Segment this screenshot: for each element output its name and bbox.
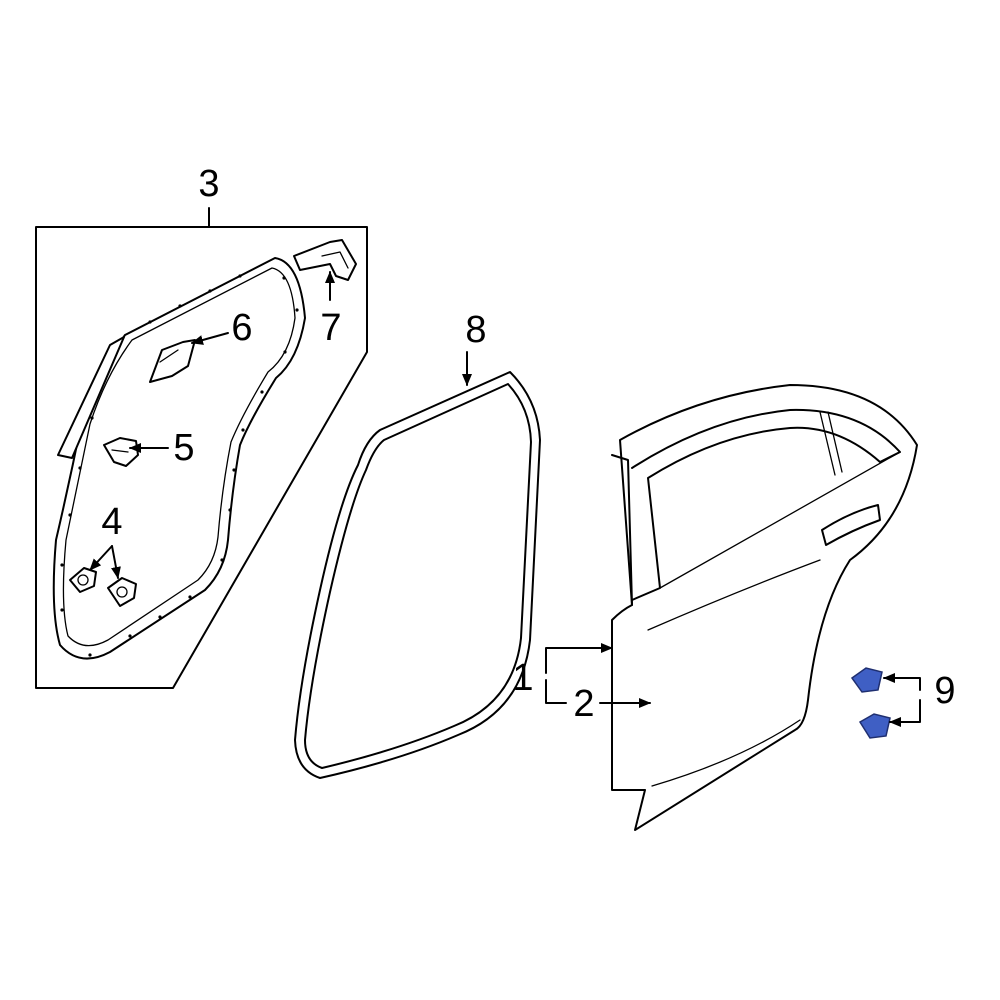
door-weatherstrip[interactable] — [52, 257, 306, 660]
part-8-door-opening-seal[interactable] — [294, 371, 541, 779]
callout-6: 6 — [231, 307, 252, 349]
callout-3: 3 — [198, 163, 219, 205]
callout-5: 5 — [173, 427, 194, 469]
weatherstrip-clip-dots — [60, 274, 299, 657]
callout-2: 2 — [573, 683, 594, 725]
part-5-clip[interactable] — [103, 437, 139, 467]
leader-lines — [89, 271, 921, 727]
callout-8: 8 — [465, 309, 486, 351]
kit-box-group-3 — [35, 207, 368, 689]
part-6-pad[interactable] — [149, 339, 196, 383]
callout-4: 4 — [101, 501, 122, 543]
callout-9: 9 — [934, 670, 955, 712]
rear-door-shell[interactable] — [611, 384, 918, 831]
callout-labels: 3 6 5 7 4 8 1 2 9 — [101, 163, 955, 725]
callout-1: 1 — [512, 657, 533, 699]
door-edge-strip[interactable] — [57, 336, 125, 459]
part-9-clip-a[interactable] — [850, 667, 883, 693]
part-7-corner-seal[interactable] — [293, 239, 357, 281]
part-4-fastener-b[interactable] — [107, 577, 137, 607]
callout-7: 7 — [320, 307, 341, 349]
part-9-clip-b[interactable] — [858, 713, 891, 739]
part-4-fastener-a[interactable] — [69, 567, 97, 593]
